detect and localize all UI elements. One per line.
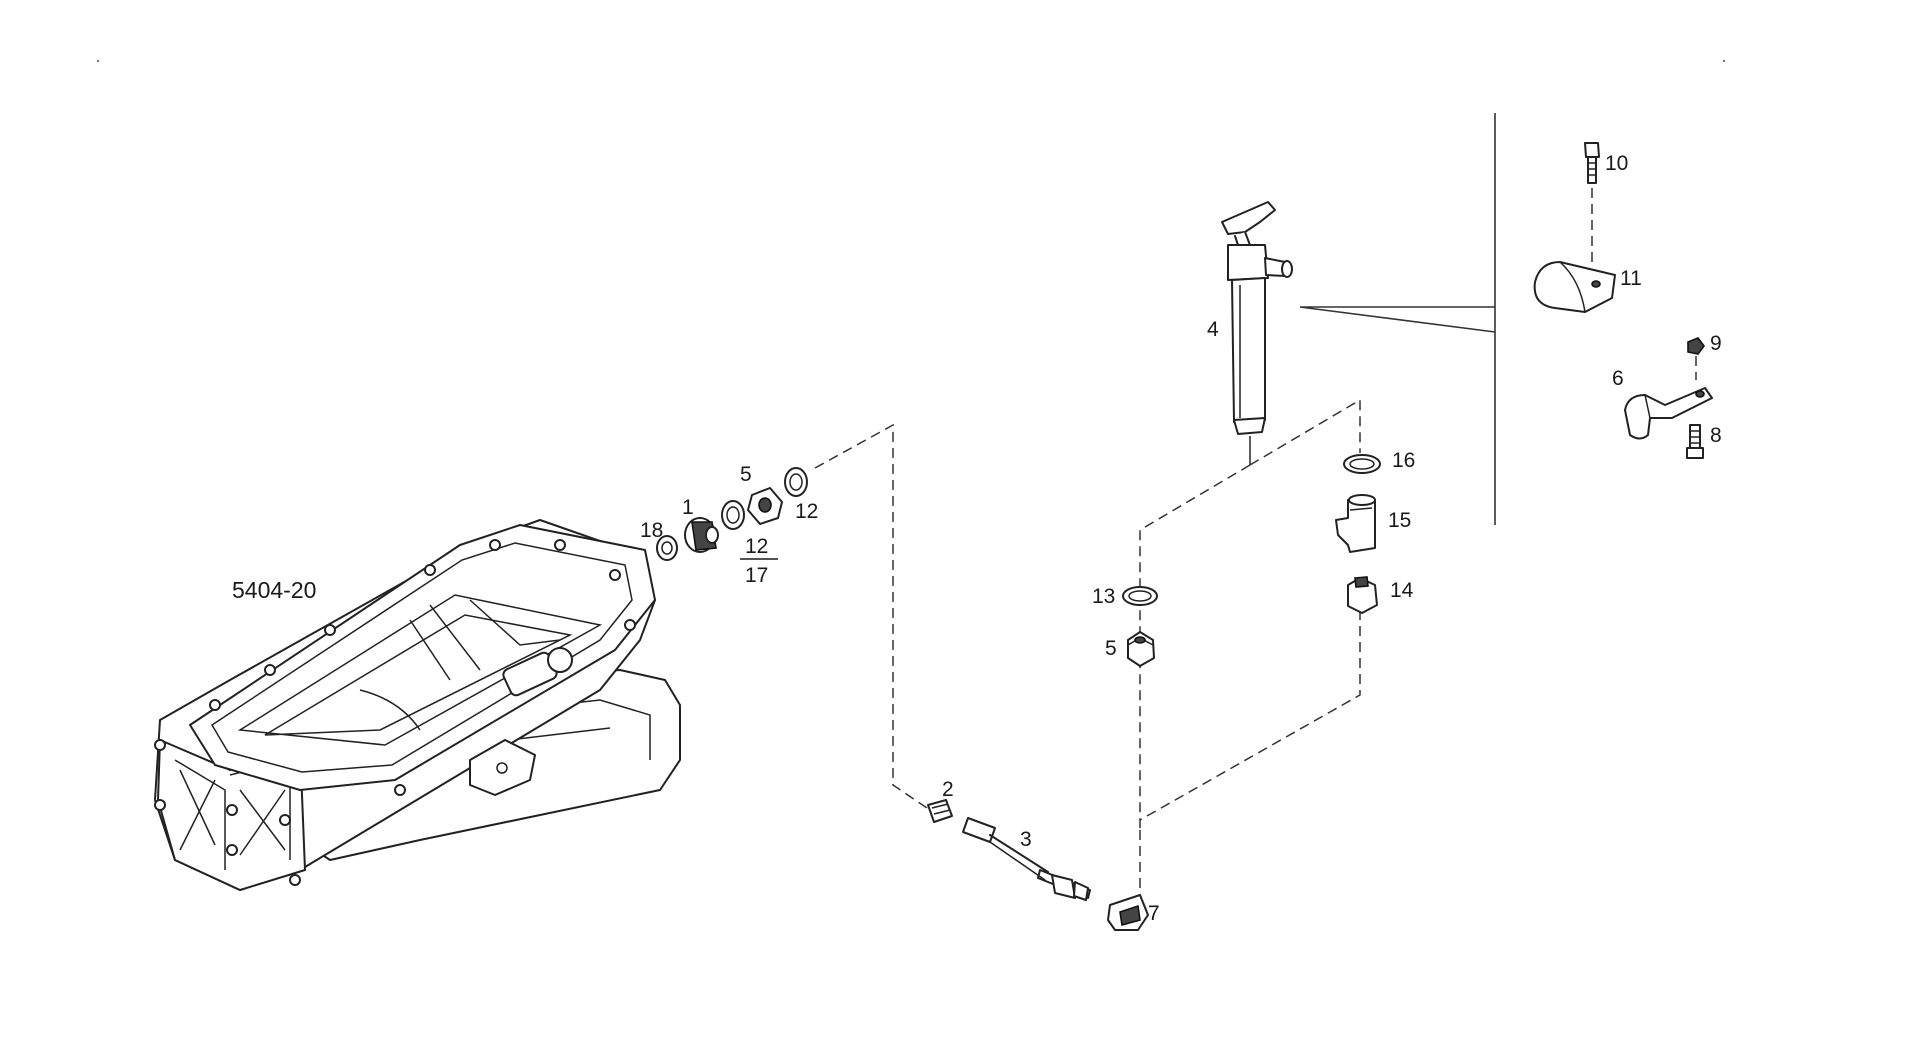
callout-2: 2 bbox=[942, 778, 954, 801]
leader-left-chain bbox=[814, 423, 931, 811]
part-3-tube bbox=[962, 817, 1091, 901]
part-5-nut-a bbox=[747, 487, 783, 525]
group-bracket-line bbox=[1299, 113, 1496, 525]
part-8-bolt bbox=[1686, 424, 1704, 459]
part-4-pump bbox=[1221, 201, 1293, 435]
part-2-fitting bbox=[927, 799, 953, 823]
callout-5-center: 5 bbox=[1105, 637, 1117, 660]
leader-center-left bbox=[1139, 464, 1251, 830]
corner-mark-right bbox=[1722, 59, 1726, 63]
callout-4: 4 bbox=[1207, 318, 1219, 341]
leader-center-right bbox=[1249, 398, 1361, 466]
callout-18: 18 bbox=[640, 519, 663, 542]
callout-6: 6 bbox=[1612, 367, 1624, 390]
reference-label: 5404-20 bbox=[232, 577, 316, 603]
part-11-clip bbox=[1533, 261, 1616, 313]
callout-16: 16 bbox=[1392, 449, 1415, 472]
part-13-o-ring bbox=[1122, 586, 1158, 606]
callout-5-left: 5 bbox=[740, 463, 752, 486]
callout-9: 9 bbox=[1710, 332, 1722, 355]
part-18-washer bbox=[656, 535, 678, 561]
leader-right-down bbox=[1139, 610, 1361, 821]
callout-15: 15 bbox=[1388, 509, 1411, 532]
part-6-bracket bbox=[1624, 387, 1713, 440]
callout-11: 11 bbox=[1620, 267, 1642, 290]
callout-12-right: 12 bbox=[795, 500, 818, 523]
oil-pan-assembly bbox=[154, 519, 681, 891]
part-12-seal-ring-b bbox=[784, 467, 808, 497]
part-16-o-ring bbox=[1343, 454, 1381, 474]
corner-mark-left bbox=[96, 59, 100, 63]
callout-10: 10 bbox=[1605, 152, 1628, 175]
part-15-adapter bbox=[1335, 494, 1376, 553]
part-7-elbow-fitting bbox=[1107, 894, 1149, 931]
callout-12-fraction-top: 12 bbox=[745, 535, 768, 558]
callout-13: 13 bbox=[1092, 585, 1115, 608]
callout-8: 8 bbox=[1710, 424, 1722, 447]
callout-1: 1 bbox=[682, 496, 694, 519]
callout-17: 17 bbox=[745, 564, 768, 587]
callout-3: 3 bbox=[1020, 828, 1032, 851]
part-9-nut bbox=[1687, 337, 1705, 355]
part-10-bolt bbox=[1584, 142, 1600, 184]
part-1-plug bbox=[684, 517, 719, 553]
callout-14: 14 bbox=[1390, 579, 1414, 602]
callout-7: 7 bbox=[1148, 902, 1160, 925]
part-5-nut-b bbox=[1127, 631, 1155, 667]
part-14-union bbox=[1347, 576, 1378, 614]
part-12-seal-ring-a bbox=[721, 500, 745, 530]
